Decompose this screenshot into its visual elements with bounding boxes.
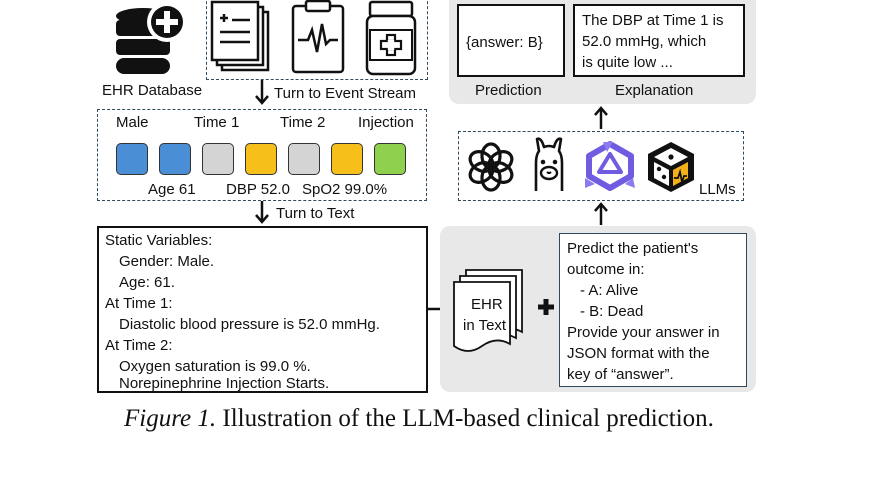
ehr-icons-region: EHR Database Turn to Event Stream xyxy=(100,0,430,105)
event-label-age: Age 61 xyxy=(148,181,196,198)
prompt-line-3: - A: Alive xyxy=(580,282,639,299)
explanation-box: The DBP at Time 1 is 52.0 mmHg, which is… xyxy=(573,4,745,77)
event-stream-box xyxy=(97,109,427,201)
ehr-doc-label-line1: EHR xyxy=(471,296,503,313)
qwen-logo-icon xyxy=(585,141,635,191)
arrow-up-icon xyxy=(594,106,608,129)
text-line-gender: Gender: Male. xyxy=(119,253,215,270)
prompt-line-4: - B: Dead xyxy=(580,303,644,320)
figure-caption: Figure 1. Illustration of the LLM-based … xyxy=(124,405,714,433)
event-token xyxy=(116,143,148,175)
prompt-box: Predict the patient's outcome in: - A: A… xyxy=(559,233,747,387)
prompt-line-6: JSON format with the xyxy=(567,345,710,362)
llama-logo-icon xyxy=(534,137,564,191)
explanation-line-3: is quite low ... xyxy=(582,54,673,71)
turn-to-event-stream-label: Turn to Event Stream xyxy=(274,85,417,102)
ehr-database-label: EHR Database xyxy=(102,82,203,99)
database-icon xyxy=(116,2,187,74)
medicine-bottle-icon xyxy=(365,0,417,76)
event-label-dbp: DBP 52.0 xyxy=(226,181,290,198)
event-label-injection: Injection xyxy=(358,114,414,131)
explanation-line-2: 52.0 mmHg, which xyxy=(582,33,707,50)
ehr-doc-label-line2: in Text xyxy=(463,317,507,334)
explanation-label: Explanation xyxy=(615,82,694,99)
arrow-up-icon xyxy=(594,202,608,225)
plus-icon xyxy=(538,299,554,315)
records-stack-icon xyxy=(210,0,270,72)
text-line-time2-header: At Time 2: xyxy=(105,337,173,354)
llms-label: LLMs xyxy=(699,181,736,198)
document-stack-icon xyxy=(453,269,523,352)
arrow-down-icon xyxy=(255,201,269,224)
medical-cube-logo-icon xyxy=(648,142,694,192)
ehr-records-dashed-box xyxy=(206,0,428,80)
explanation-line-1: The DBP at Time 1 is xyxy=(582,12,724,29)
prompt-line-5: Provide your answer in xyxy=(567,324,720,341)
event-token xyxy=(331,143,363,175)
event-token xyxy=(374,143,406,175)
event-label-male: Male xyxy=(116,114,149,131)
text-line-injection: Norepinephrine Injection Starts. xyxy=(119,375,330,392)
prediction-box: {answer: B} xyxy=(457,4,565,77)
text-line-time1-header: At Time 1: xyxy=(105,295,173,312)
prediction-label: Prediction xyxy=(475,82,542,99)
openai-logo-icon xyxy=(468,142,514,192)
text-line-static-header: Static Variables: xyxy=(105,232,213,249)
event-token xyxy=(245,143,277,175)
prompt-line-7: key of “answer”. xyxy=(567,366,674,383)
event-label-spo2: SpO2 99.0% xyxy=(302,181,388,198)
event-label-time2: Time 2 xyxy=(280,114,326,131)
llms-box xyxy=(458,131,744,201)
text-line-dbp: Diastolic blood pressure is 52.0 mmHg. xyxy=(119,316,380,333)
prompt-line-1: Predict the patient's xyxy=(567,240,699,257)
event-token xyxy=(202,143,234,175)
figure-caption-text: Illustration of the LLM-based clinical p… xyxy=(216,405,714,432)
prompt-line-2: outcome in: xyxy=(567,261,645,278)
text-line-age: Age: 61. xyxy=(119,274,175,291)
clipboard-ecg-icon xyxy=(291,0,345,74)
ehr-text-box: Static Variables: Gender: Male. Age: 61.… xyxy=(97,226,428,393)
event-label-time1: Time 1 xyxy=(194,114,240,131)
arrow-down-icon xyxy=(255,80,269,105)
figure-caption-label: Figure 1. xyxy=(124,405,217,432)
text-line-spo2: Oxygen saturation is 99.0 %. xyxy=(119,358,311,375)
turn-to-text-label: Turn to Text xyxy=(276,205,355,222)
event-token xyxy=(159,143,191,175)
prediction-value: {answer: B} xyxy=(466,34,543,51)
event-token xyxy=(288,143,320,175)
